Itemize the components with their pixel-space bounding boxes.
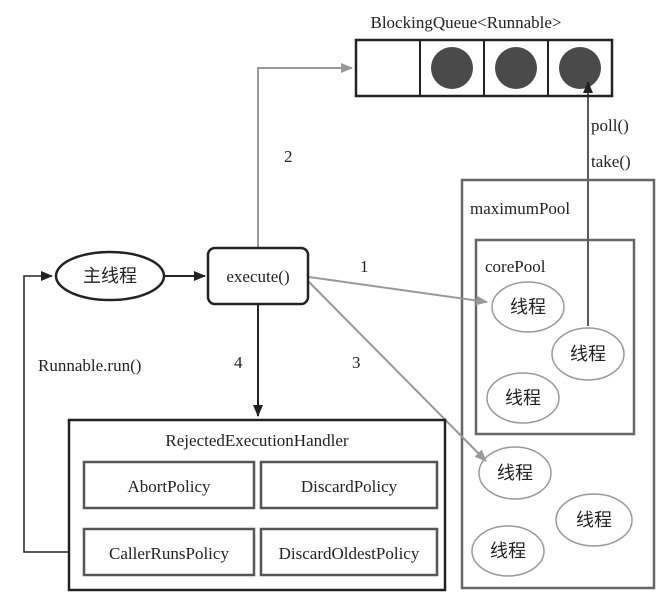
- take-label: take(): [591, 152, 631, 171]
- discard-policy-box: [259, 460, 439, 510]
- discard-policy-label: DiscardPolicy: [301, 477, 398, 496]
- execute-label: execute(): [226, 267, 289, 286]
- main-thread-ellipse: [54, 250, 166, 302]
- arrow-to-maximum-pool: [308, 281, 487, 462]
- queue-task-ball: [431, 47, 473, 89]
- rejected-handler: RejectedExecutionHandler AbortPolicy Dis…: [67, 418, 447, 592]
- arrow-to-queue: [257, 63, 353, 250]
- thread-label: 线程: [576, 510, 612, 530]
- step-4-label: 4: [234, 353, 243, 372]
- thread-label: 线程: [497, 463, 533, 483]
- thread-label: 线程: [570, 344, 606, 364]
- core-thread: 线程: [486, 372, 560, 424]
- queue-task-ball: [495, 47, 537, 89]
- main-thread: 主线程: [54, 250, 166, 302]
- blocking-queue: [354, 38, 614, 98]
- queue-task-ball: [559, 47, 601, 89]
- core-pool-label: corePool: [485, 257, 546, 276]
- thread-ellipse: [471, 525, 545, 577]
- caller-runs-policy-label: CallerRunsPolicy: [109, 544, 229, 563]
- thread-label: 线程: [510, 297, 546, 317]
- core-thread: 线程: [551, 327, 625, 381]
- execute-node: execute(): [206, 246, 310, 306]
- thread-label: 线程: [490, 541, 526, 561]
- thread-label: 线程: [505, 388, 541, 408]
- arrow-to-core-pool: [308, 276, 488, 306]
- runnable-run-label: Runnable.run(): [38, 356, 141, 375]
- maximum-pool-box: [460, 178, 656, 590]
- abort-policy-label: AbortPolicy: [127, 477, 211, 496]
- main-thread-label: 主线程: [83, 266, 137, 286]
- maximum-pool-label: maximumPool: [470, 199, 570, 218]
- core-pool-box: [474, 238, 636, 436]
- thread-ellipse: [551, 327, 625, 381]
- thread-ellipse: [555, 493, 633, 547]
- thread-ellipse: [478, 446, 552, 500]
- execute-box: [206, 246, 310, 306]
- discard-oldest-policy-box: [259, 527, 439, 577]
- discard-oldest-policy-label: DiscardOldestPolicy: [279, 544, 420, 563]
- arrow-caller-runs-to-main: [23, 271, 84, 553]
- step-3-label: 3: [352, 353, 361, 372]
- max-thread: 线程: [555, 493, 633, 547]
- step-1-label: 1: [360, 257, 369, 276]
- queue-label: BlockingQueue<Runnable>: [370, 13, 561, 32]
- core-thread: 线程: [491, 281, 565, 333]
- max-thread: 线程: [471, 525, 545, 577]
- abort-policy-box: [82, 460, 256, 510]
- poll-label: poll(): [591, 116, 629, 135]
- thread-ellipse: [486, 372, 560, 424]
- caller-runs-policy-box: [82, 527, 256, 577]
- step-2-label: 2: [284, 147, 293, 166]
- rejected-handler-title: RejectedExecutionHandler: [165, 431, 348, 450]
- max-thread: 线程: [478, 446, 552, 500]
- thread-ellipse: [491, 281, 565, 333]
